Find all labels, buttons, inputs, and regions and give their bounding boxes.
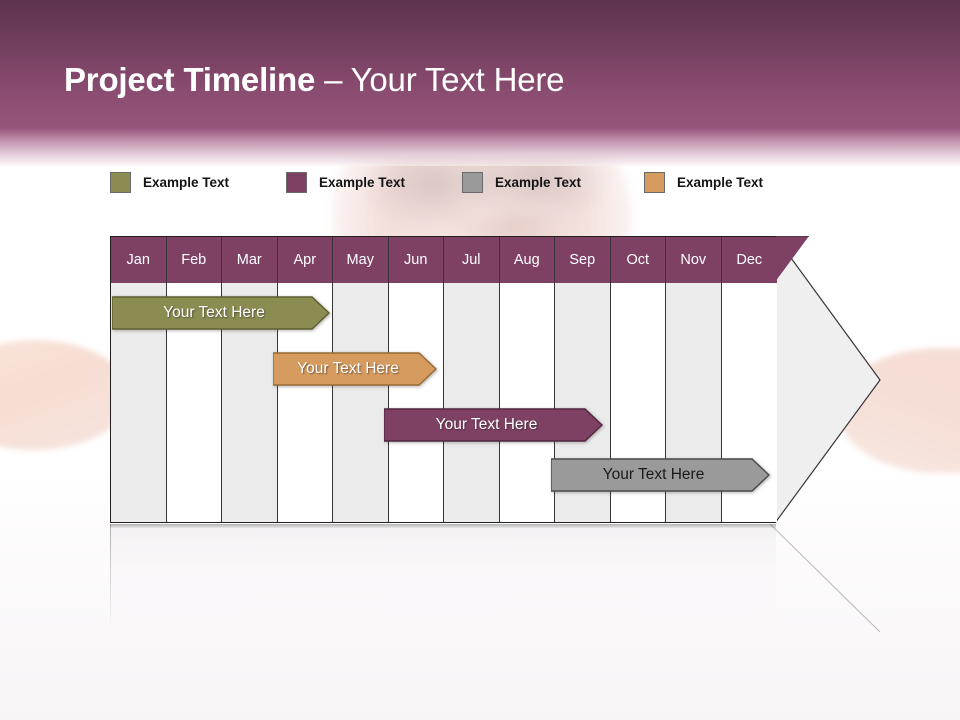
page-title: Project Timeline – Your Text Here <box>64 60 564 100</box>
timeline-column-feb[interactable]: Feb <box>166 237 222 522</box>
task-bar-shape-1 <box>112 296 330 330</box>
task-bar-label-3: Your Text Here <box>435 416 538 433</box>
legend-label-3: Example Text <box>495 174 582 190</box>
legend-swatch-icon-4 <box>644 171 665 193</box>
timeline-column-body <box>333 283 388 522</box>
timeline-column-body <box>499 283 554 522</box>
legend-item-2[interactable]: Example Text <box>286 170 405 194</box>
task-bar-2[interactable]: Your Text Here <box>273 352 437 386</box>
month-header-jan: Jan <box>111 237 166 283</box>
month-header-jul: Jul <box>444 237 499 283</box>
timeline-column-jan[interactable]: Jan <box>111 237 167 522</box>
task-bar-label-1: Your Text Here <box>163 304 265 321</box>
timeline-arrow-head <box>775 236 881 523</box>
month-header-jun: Jun <box>388 237 443 283</box>
page-title-dash: – <box>315 61 351 98</box>
chart-legend: Example Text Example Text Example Text E… <box>110 170 810 194</box>
month-header-dec: Dec <box>721 237 777 283</box>
task-bar-4[interactable]: Your Text Here <box>551 458 770 492</box>
legend-label-1: Example Text <box>143 174 230 190</box>
legend-label-4: Example Text <box>677 174 764 190</box>
legend-swatch-icon-2 <box>286 171 307 193</box>
month-header-apr: Apr <box>277 237 332 283</box>
timeline-column-may[interactable]: May <box>333 237 389 522</box>
task-bar-shape-2 <box>273 352 437 386</box>
timeline-column-jun[interactable]: Jun <box>388 237 444 522</box>
month-header-mar: Mar <box>222 237 277 283</box>
timeline-column-body <box>388 283 443 522</box>
title-banner <box>0 0 960 128</box>
timeline-column-aug[interactable]: Aug <box>499 237 555 522</box>
task-bar-shape-3 <box>384 408 603 442</box>
timeline-column-body <box>444 283 499 522</box>
chart-reflection-edge <box>110 524 776 528</box>
timeline-column-mar[interactable]: Mar <box>222 237 278 522</box>
month-header-aug: Aug <box>499 237 554 283</box>
legend-item-3[interactable]: Example Text <box>462 170 581 194</box>
month-header-feb: Feb <box>166 237 221 283</box>
task-bar-label-4: Your Text Here <box>602 466 705 483</box>
legend-item-4[interactable]: Example Text <box>644 170 763 194</box>
task-bar-3[interactable]: Your Text Here <box>384 408 603 442</box>
timeline-column-jul[interactable]: Jul <box>444 237 500 522</box>
month-header-nov: Nov <box>666 237 721 283</box>
chart-reflection-diagonal <box>769 524 880 634</box>
month-header-oct: Oct <box>610 237 665 283</box>
legend-swatch-icon-1 <box>110 171 131 193</box>
month-header-may: May <box>333 237 388 283</box>
legend-swatch-icon-3 <box>462 171 483 193</box>
task-bar-shape-4 <box>551 458 770 492</box>
legend-label-2: Example Text <box>319 174 406 190</box>
month-header-sep: Sep <box>555 237 610 283</box>
chart-reflection-left-edge <box>110 524 111 630</box>
page-title-strong: Project Timeline <box>64 61 316 98</box>
chart-reflection <box>110 524 880 634</box>
task-bar-1[interactable]: Your Text Here <box>112 296 330 330</box>
chart-reflection-body <box>110 526 776 634</box>
title-banner-fade <box>0 128 960 166</box>
page-title-light: Your Text Here <box>350 61 565 98</box>
legend-item-1[interactable]: Example Text <box>110 170 229 194</box>
task-bar-label-2: Your Text Here <box>297 360 399 377</box>
